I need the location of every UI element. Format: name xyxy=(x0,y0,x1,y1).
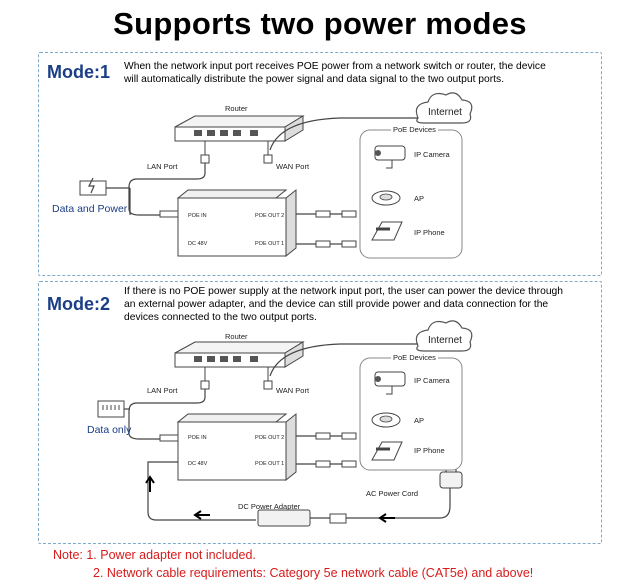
lan-cable xyxy=(128,163,206,216)
mode2-desc-line2: an external power adapter, and the devic… xyxy=(124,299,549,310)
mode2-panel xyxy=(38,281,602,544)
arrow-left-icon xyxy=(193,510,210,520)
page-title: Supports two power modes xyxy=(113,6,527,41)
wan-cable xyxy=(269,117,418,151)
dc-power-cable xyxy=(147,461,256,521)
internet-cloud-icon xyxy=(415,92,473,124)
mode2-poe-devices-title: PoE Devices xyxy=(391,353,438,362)
mode2-dc48v: DC 48V xyxy=(188,461,208,467)
mode2-wan-label: WAN Port xyxy=(276,386,310,395)
mode1-ip-phone: IP Phone xyxy=(414,228,445,237)
mode2-internet-label: Internet xyxy=(428,335,462,346)
mode1-poe-out1: POE OUT 1 xyxy=(255,241,285,247)
mode2-desc-line3: devices connected to the two output port… xyxy=(124,312,317,323)
arrow-left-icon xyxy=(378,513,395,523)
mode2-router-label: Router xyxy=(225,332,248,341)
mode1-router-label: Router xyxy=(225,104,248,113)
dc-power-adapter-icon xyxy=(257,509,440,527)
mode1-internet-label: Internet xyxy=(428,107,462,118)
ethernet-power-icon xyxy=(79,177,131,215)
mode2-dc-power-adapter: DC Power Adapter xyxy=(238,502,301,511)
mode1-desc-line2: will automatically distribute the power … xyxy=(124,74,505,85)
access-point-icon xyxy=(371,412,401,428)
poe-splitter-device xyxy=(176,188,297,258)
access-point-icon xyxy=(371,190,401,206)
mode1-wan-label: WAN Port xyxy=(276,162,310,171)
mode2-ip-phone: IP Phone xyxy=(414,446,445,455)
mode2-label: Mode:2 xyxy=(47,294,110,314)
mode1-panel xyxy=(38,52,602,276)
mode2-desc-line1: If there is no POE power supply at the n… xyxy=(124,286,564,297)
router-icon xyxy=(174,341,305,368)
arrow-up-icon xyxy=(145,475,155,492)
wan-cable xyxy=(269,343,418,377)
lan-cable xyxy=(128,389,206,440)
router-icon xyxy=(174,115,305,142)
note-line2: 2. Network cable requirements: Category … xyxy=(93,566,534,580)
ac-plug-icon xyxy=(439,466,463,519)
poe-splitter-device xyxy=(176,412,297,482)
mode1-poe-out2: POE OUT 2 xyxy=(255,213,285,219)
mode1-ap: AP xyxy=(414,194,425,203)
mode2-ip-camera: IP Camera xyxy=(414,376,450,385)
mode1-dc48v: DC 48V xyxy=(188,241,208,247)
ip-phone-icon xyxy=(371,221,403,241)
mode2-poe-out2: POE OUT 2 xyxy=(255,435,285,441)
internet-cloud-icon xyxy=(415,320,473,352)
mode2-poe-out1: POE OUT 1 xyxy=(255,461,285,467)
mode2-poe-in: POE IN xyxy=(188,435,207,441)
mode1-lan-label: LAN Port xyxy=(147,162,178,171)
mode2-ac-power-cord: AC Power Cord xyxy=(366,489,419,498)
mode2-lan-label: LAN Port xyxy=(147,386,178,395)
note-line1: Note: 1. Power adapter not included. xyxy=(53,548,256,562)
mode1-ip-camera: IP Camera xyxy=(414,150,450,159)
mode1-label: Mode:1 xyxy=(47,62,110,82)
mode2-source-label: Data only xyxy=(87,424,132,436)
camera-icon xyxy=(374,371,406,395)
mode1-poe-devices-title: PoE Devices xyxy=(391,125,438,134)
ethernet-port-icon xyxy=(97,400,130,418)
mode2-ap: AP xyxy=(414,416,425,425)
mode1-poe-in: POE IN xyxy=(188,213,207,219)
camera-icon xyxy=(374,145,406,169)
ip-phone-icon xyxy=(371,441,403,461)
mode1-desc-line1: When the network input port receives POE… xyxy=(124,61,546,72)
mode1-source-label: Data and Power xyxy=(52,203,128,215)
